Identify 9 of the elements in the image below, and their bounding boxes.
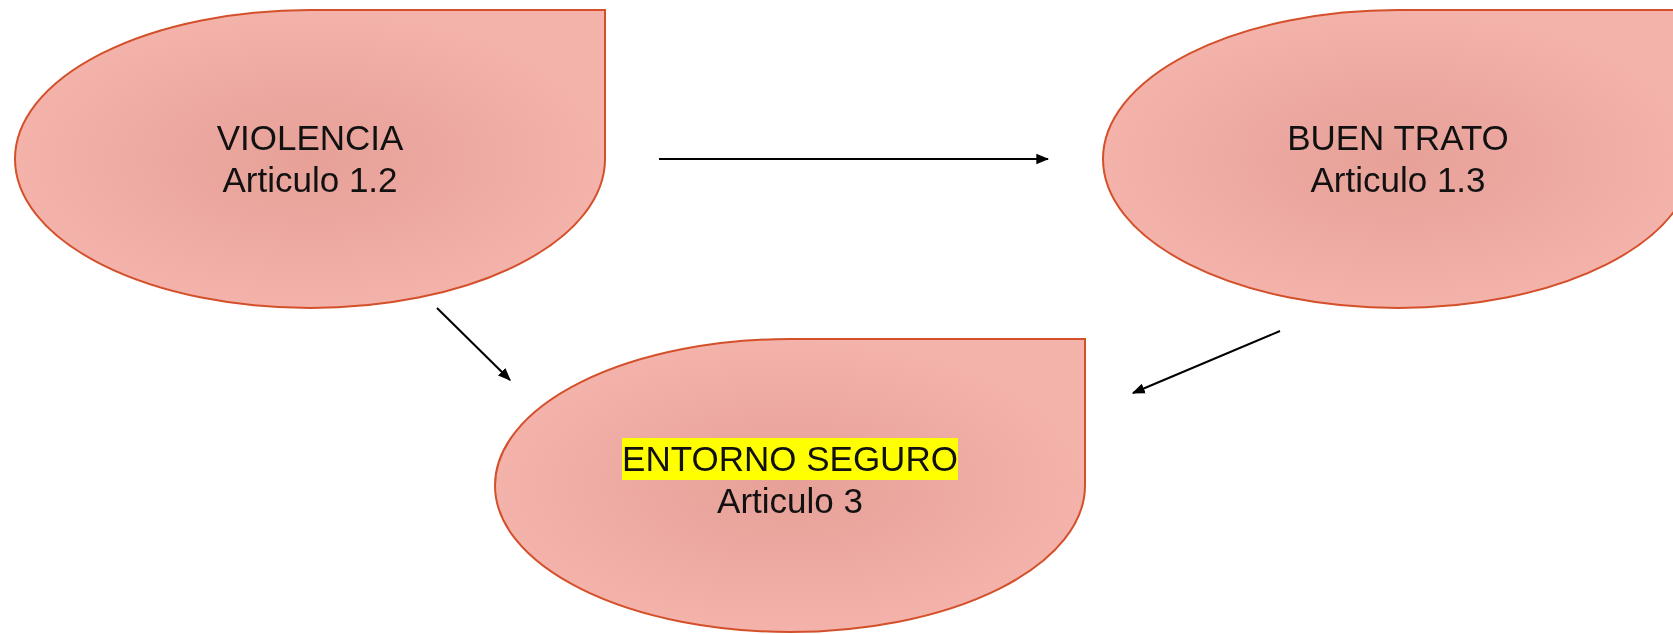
arrow — [658, 153, 1050, 165]
node-title: ENTORNO SEGURO — [622, 437, 958, 480]
node-subtitle: Articulo 1.3 — [1310, 159, 1486, 201]
arrow — [436, 307, 511, 381]
node-subtitle: Articulo 3 — [717, 479, 863, 522]
arrow — [1131, 330, 1281, 394]
node-title: VIOLENCIA — [216, 117, 404, 159]
node-title: BUEN TRATO — [1287, 117, 1509, 159]
node-subtitle: Articulo 1.2 — [222, 159, 398, 201]
